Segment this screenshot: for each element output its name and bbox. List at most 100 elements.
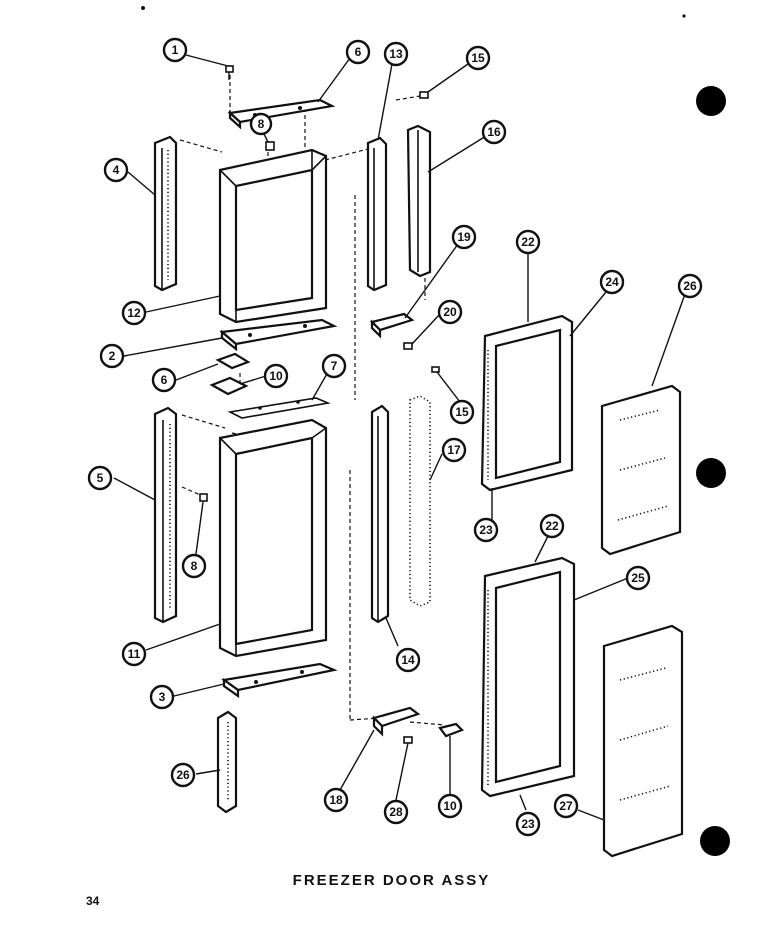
callout-20: 20 (437, 299, 463, 325)
screw-part-8-upper (265, 141, 275, 151)
breaker-frame-part-24 (480, 314, 574, 492)
trim-strip-part-17 (409, 395, 431, 607)
side-rail-part-13 (366, 136, 388, 292)
plate-part-10 (209, 376, 249, 396)
callout-12: 12 (121, 300, 147, 326)
svg-text:10: 10 (443, 799, 457, 813)
screw-part-8-lower (199, 493, 208, 502)
svg-text:2: 2 (109, 349, 116, 363)
trim-strip-part-16 (406, 124, 432, 278)
stray-dot (141, 6, 145, 10)
svg-text:22: 22 (545, 519, 559, 533)
binder-hole-top (696, 86, 726, 116)
callout-17: 17 (441, 437, 467, 463)
svg-text:8: 8 (191, 559, 198, 573)
callout-3: 3 (149, 684, 175, 710)
svg-text:1: 1 (172, 43, 179, 57)
svg-text:12: 12 (127, 306, 141, 320)
top-bracket-part-7 (227, 397, 331, 419)
svg-text:26: 26 (683, 279, 697, 293)
svg-text:11: 11 (128, 647, 141, 661)
svg-text:6: 6 (355, 45, 362, 59)
callout-22-lower: 22 (539, 513, 565, 539)
svg-text:10: 10 (269, 369, 283, 383)
svg-text:13: 13 (389, 47, 403, 61)
svg-text:16: 16 (487, 125, 501, 139)
callout-26-top: 26 (677, 273, 703, 299)
callout-6-top: 6 (345, 39, 371, 65)
callout-10-lower: 10 (437, 793, 463, 819)
side-rail-part-4 (153, 135, 178, 292)
bottom-bracket-part-3 (221, 662, 338, 699)
callout-27: 27 (553, 793, 579, 819)
callout-13: 13 (383, 41, 409, 67)
bracket-part-19 (369, 312, 415, 339)
screw-part-1 (225, 65, 234, 80)
lower-door-frame-part-11 (218, 418, 328, 658)
top-bracket-part-6 (227, 98, 336, 130)
svg-text:15: 15 (471, 51, 485, 65)
side-rail-part-14 (370, 404, 390, 624)
page-number: 34 (86, 894, 100, 908)
svg-text:20: 20 (443, 305, 457, 319)
callout-1: 1 (162, 37, 188, 63)
svg-text:7: 7 (331, 359, 338, 373)
side-rail-part-5 (153, 406, 178, 624)
binder-hole-bottom (700, 826, 730, 856)
stray-dot (682, 14, 686, 18)
callout-5: 5 (87, 465, 113, 491)
screw-part-15-middle (431, 366, 440, 373)
svg-text:26: 26 (176, 768, 190, 782)
breaker-frame-part-25 (480, 556, 576, 798)
insulation-panel-part-27 (602, 624, 684, 858)
callout-25: 25 (625, 565, 651, 591)
svg-text:17: 17 (447, 443, 461, 457)
callout-26-lower: 26 (170, 762, 196, 788)
callout-2: 2 (99, 343, 125, 369)
svg-text:28: 28 (389, 805, 403, 819)
callout-24: 24 (599, 269, 625, 295)
callout-22-top: 22 (515, 229, 541, 255)
diagram-caption: FREEZER DOOR ASSY (292, 872, 491, 889)
svg-text:19: 19 (457, 230, 471, 244)
svg-text:23: 23 (521, 817, 535, 831)
bottom-bracket-part-2 (219, 318, 338, 352)
svg-text:6: 6 (161, 373, 168, 387)
svg-text:15: 15 (455, 405, 469, 419)
screw-part-15-upper (419, 91, 429, 99)
binder-hole-middle (696, 458, 726, 488)
callout-28: 28 (383, 799, 409, 825)
callout-10-middle: 10 (263, 363, 289, 389)
screw-part-20 (403, 342, 413, 350)
svg-text:4: 4 (113, 163, 120, 177)
svg-text:3: 3 (159, 690, 166, 704)
svg-text:22: 22 (521, 235, 535, 249)
insulation-panel-part-26 (600, 384, 682, 556)
screw-part-28 (403, 736, 413, 744)
hinge-part-18 (371, 706, 421, 737)
callout-18: 18 (323, 787, 349, 813)
callout-8-lower: 8 (181, 553, 207, 579)
callout-15-top: 15 (465, 45, 491, 71)
svg-text:18: 18 (329, 793, 343, 807)
callout-19: 19 (451, 224, 477, 250)
hinge-plate-part-6 (215, 352, 251, 370)
callout-7: 7 (321, 353, 347, 379)
svg-text:8: 8 (258, 117, 265, 131)
svg-text:23: 23 (479, 523, 493, 537)
svg-text:5: 5 (97, 471, 104, 485)
svg-text:14: 14 (401, 653, 415, 667)
callout-4: 4 (103, 157, 129, 183)
callout-23-lower: 23 (515, 811, 541, 837)
callout-16: 16 (481, 119, 507, 145)
callout-8-top: 8 (249, 112, 273, 136)
strip-part-26-lower (216, 710, 238, 814)
clip-part-10-lower (438, 722, 464, 738)
callout-14: 14 (395, 647, 421, 673)
svg-text:25: 25 (631, 571, 645, 585)
leader-lines (113, 54, 686, 821)
callout-6-middle: 6 (151, 367, 177, 393)
callout-23-top: 23 (473, 517, 499, 543)
callout-15-middle: 15 (449, 399, 475, 425)
